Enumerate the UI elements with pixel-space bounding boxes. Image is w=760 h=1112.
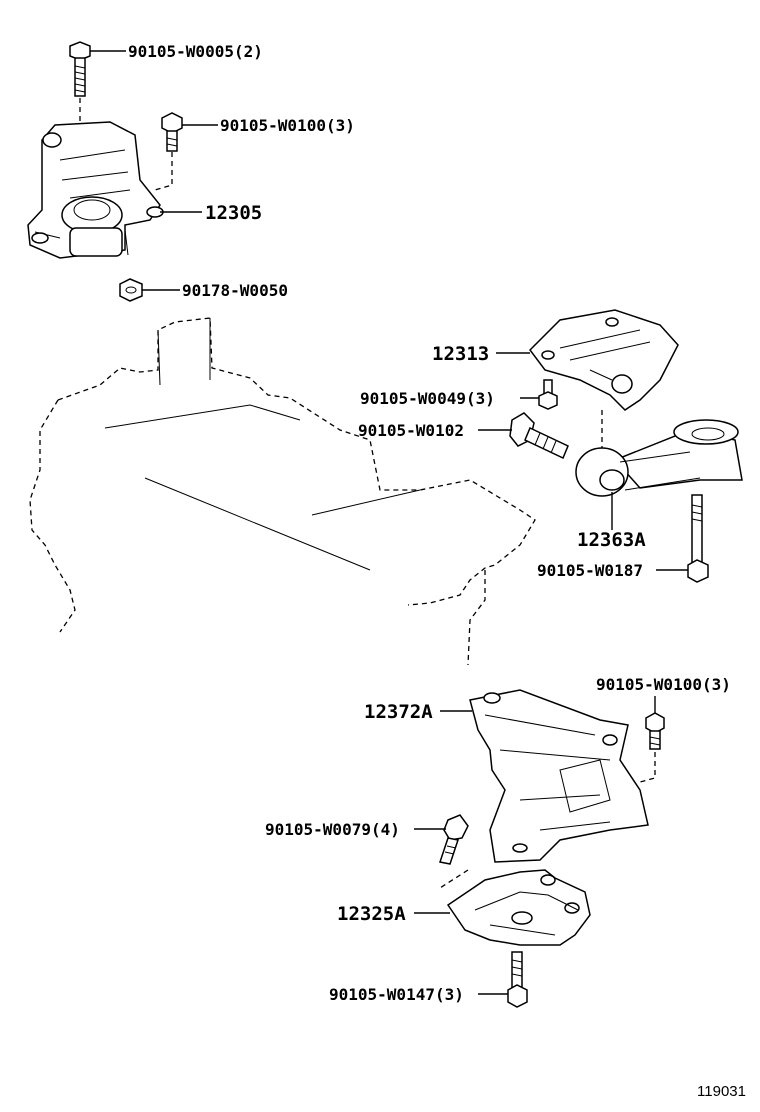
bolt-90105-w0005-icon[interactable] (69, 41, 91, 97)
nut-90178-w0050-icon[interactable] (119, 278, 143, 302)
bolt-90105-w0187-icon[interactable] (687, 494, 709, 583)
bolt-90105-w0147-icon[interactable] (507, 951, 528, 1008)
label-bolt-front-small: 90105-W0049(3) (360, 389, 495, 408)
engine-mount-12305-icon[interactable] (27, 121, 164, 259)
front-mount-group (509, 309, 743, 583)
mount-12372a-icon[interactable] (469, 689, 649, 863)
engine-block-outline (29, 317, 536, 666)
label-bolt-top: 90105-W0005(2) (128, 42, 263, 61)
label-bolt-left-lower: 90105-W0079(4) (265, 820, 400, 839)
torque-rod-12363a-icon[interactable] (575, 419, 743, 497)
label-mount-rear: 12325A (337, 903, 406, 925)
label-rod-front: 12363A (577, 529, 646, 551)
part-labels: 90105-W0005(2) 90105-W0100(3) 12305 9017… (128, 42, 746, 1100)
label-bolt-upper-right: 90105-W0100(3) (220, 116, 355, 135)
label-mount-right: 12305 (205, 202, 262, 224)
bracket-12313-icon[interactable] (529, 309, 679, 411)
label-mount-left: 12372A (364, 701, 433, 723)
label-bracket-front: 12313 (432, 343, 489, 365)
bolt-90105-w0079-icon[interactable] (439, 814, 469, 865)
label-nut-right: 90178-W0050 (182, 281, 288, 300)
label-bolt-left-upper: 90105-W0100(3) (596, 675, 731, 694)
leader-lines (90, 50, 688, 995)
label-bolt-rod: 90105-W0187 (537, 561, 643, 580)
engine-mount-right-group (27, 41, 183, 302)
bolt-90105-w0049-icon[interactable] (538, 379, 558, 410)
label-bolt-front: 90105-W0102 (358, 421, 464, 440)
bolt-90105-w0102-icon[interactable] (509, 412, 569, 460)
label-bolt-rear: 90105-W0147(3) (329, 985, 464, 1004)
left-mount-group (439, 689, 665, 1008)
bolt-90105-w0100-lower-icon[interactable] (645, 712, 665, 750)
mount-12325a-icon[interactable] (446, 869, 591, 946)
bolt-90105-w0100-icon[interactable] (161, 112, 183, 152)
figure-number: 119031 (697, 1083, 746, 1100)
